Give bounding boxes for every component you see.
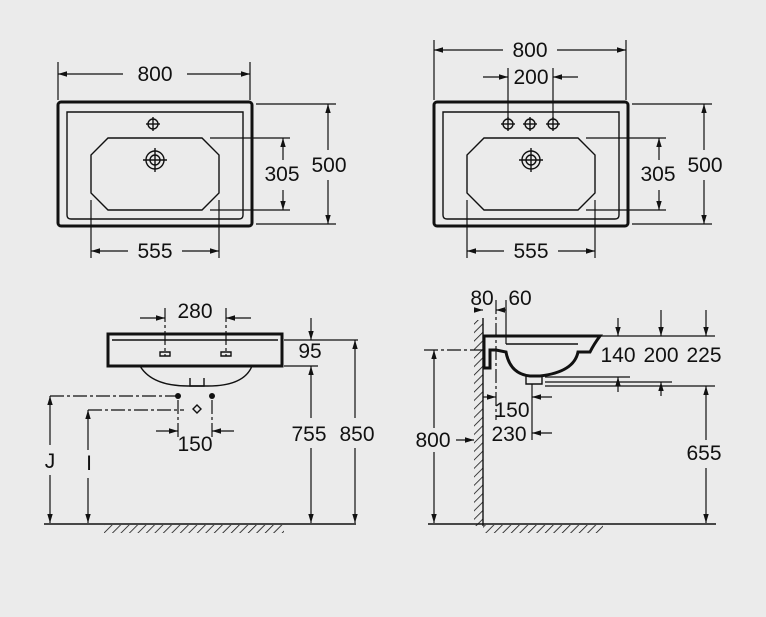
bowl-width-555-label: 555 [137, 240, 172, 263]
rim-95-label: 95 [298, 340, 321, 363]
height-850-label: 850 [339, 423, 374, 446]
height-655-label: 655 [686, 442, 721, 465]
wall-hatch [474, 320, 483, 526]
tap-hole-icon [546, 117, 560, 131]
bowl-outline [90, 137, 220, 211]
basin-inner-rim [442, 111, 620, 220]
waste-outlet [525, 376, 543, 385]
height-800-label: 800 [415, 429, 450, 452]
bowl-width-555-label: 555 [513, 240, 548, 263]
basin-front-outline [106, 332, 284, 368]
tap-hole-icon [501, 117, 515, 131]
supply-point-icon [175, 393, 181, 399]
width-800-label: 800 [137, 63, 172, 86]
basin-inner-rim [66, 111, 244, 220]
depth-500-label: 500 [687, 154, 722, 177]
basin-side-profile [482, 334, 603, 378]
waste-point-icon [192, 404, 202, 414]
depth-150-label: 150 [494, 399, 529, 422]
height-140-label: 140 [600, 344, 635, 367]
dimension-i-label: I [86, 452, 92, 475]
plan-view-left: 800 500 305 555 [56, 62, 347, 263]
front-elevation: 280 95 755 850 150 J I [44, 300, 375, 533]
basin-outline [56, 100, 254, 228]
wall-gap-60-label: 60 [508, 287, 531, 310]
dimension-j-label: J [45, 450, 56, 473]
plan-view-right: 800 200 500 305 555 [432, 39, 723, 263]
waste-outlet [189, 378, 205, 387]
depth-230-label: 230 [491, 423, 526, 446]
supply-point-icon [209, 393, 215, 399]
bowl-outline [466, 137, 596, 211]
floor-hatch [104, 525, 284, 533]
height-225-label: 225 [686, 344, 721, 367]
height-755-label: 755 [291, 423, 326, 446]
bowl-underside [139, 365, 253, 387]
height-200-label: 200 [643, 344, 678, 367]
tap-spacing-200-label: 200 [513, 66, 548, 89]
tap-hole-icon [523, 117, 537, 131]
bowl-depth-305-label: 305 [640, 163, 675, 186]
wall-gap-80-label: 80 [470, 287, 493, 310]
side-elevation: 80 60 140 200 225 655 150 230 800 [415, 287, 722, 533]
tap-spacing-280-label: 280 [177, 300, 212, 323]
floor-hatch [483, 525, 603, 533]
spacing-150-label: 150 [177, 433, 212, 456]
width-800-label: 800 [512, 39, 547, 62]
basin-outline [432, 100, 630, 228]
depth-500-label: 500 [311, 154, 346, 177]
bowl-depth-305-label: 305 [264, 163, 299, 186]
